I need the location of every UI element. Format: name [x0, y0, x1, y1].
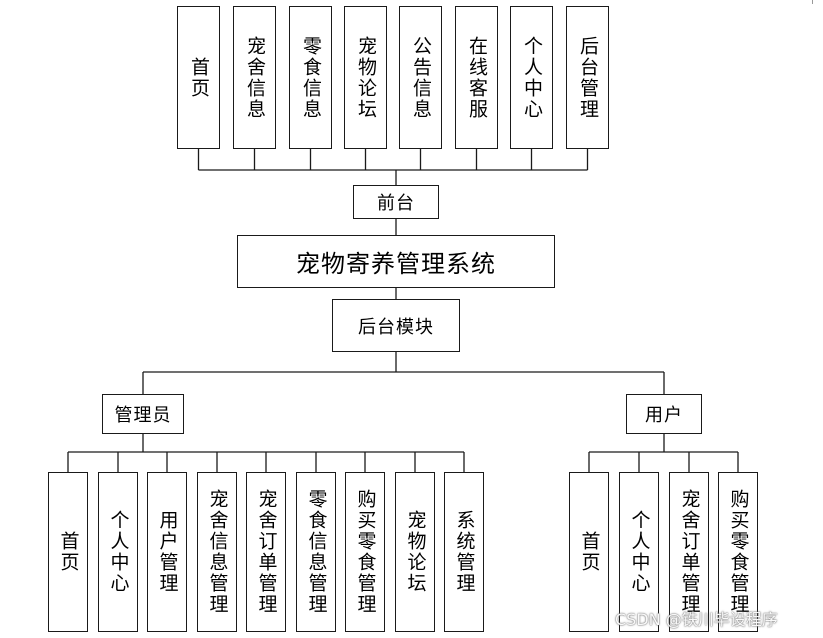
- backend-node: 后台模块: [332, 299, 460, 352]
- frontend-item-online-service: 在线客服: [455, 6, 498, 149]
- admin-item-user-management: 用户管理: [147, 472, 187, 632]
- frontend-item-home: 首页: [177, 6, 220, 149]
- admin-item-pet-boarding-info-management: 宠舍信息管理: [197, 472, 237, 632]
- admin-item-snack-info-management: 零食信息管理: [296, 472, 336, 632]
- user-item-personal-center: 个人中心: [619, 472, 659, 632]
- admin-item-boarding-order-management: 宠舍订单管理: [246, 472, 286, 632]
- user-item-boarding-order-management: 宠舍订单管理: [669, 472, 709, 632]
- admin-node: 管理员: [102, 394, 184, 434]
- frontend-item-snack-info: 零食信息: [289, 6, 332, 149]
- admin-item-home: 首页: [48, 472, 88, 632]
- admin-item-personal-center: 个人中心: [98, 472, 138, 632]
- system-title: 宠物寄养管理系统: [237, 235, 555, 288]
- frontend-item-announcement-info: 公告信息: [399, 6, 442, 149]
- admin-item-system-management: 系统管理: [444, 472, 484, 632]
- frontend-item-personal-center: 个人中心: [510, 6, 553, 149]
- frontend-node: 前台: [353, 185, 439, 219]
- frontend-item-pet-forum: 宠物论坛: [344, 6, 387, 149]
- admin-item-snack-purchase-management: 购买零食管理: [345, 472, 385, 632]
- csdn-watermark: CSDN @铁川毕设程序: [615, 610, 778, 629]
- user-node: 用户: [626, 394, 702, 434]
- edge-mark: [812, 0, 813, 4]
- user-item-snack-purchase-management: 购买零食管理: [718, 472, 758, 632]
- frontend-item-backend-management: 后台管理: [566, 6, 609, 149]
- frontend-item-pet-boarding-info: 宠舍信息: [233, 6, 276, 149]
- admin-item-pet-forum: 宠物论坛: [395, 472, 435, 632]
- user-item-home: 首页: [569, 472, 609, 632]
